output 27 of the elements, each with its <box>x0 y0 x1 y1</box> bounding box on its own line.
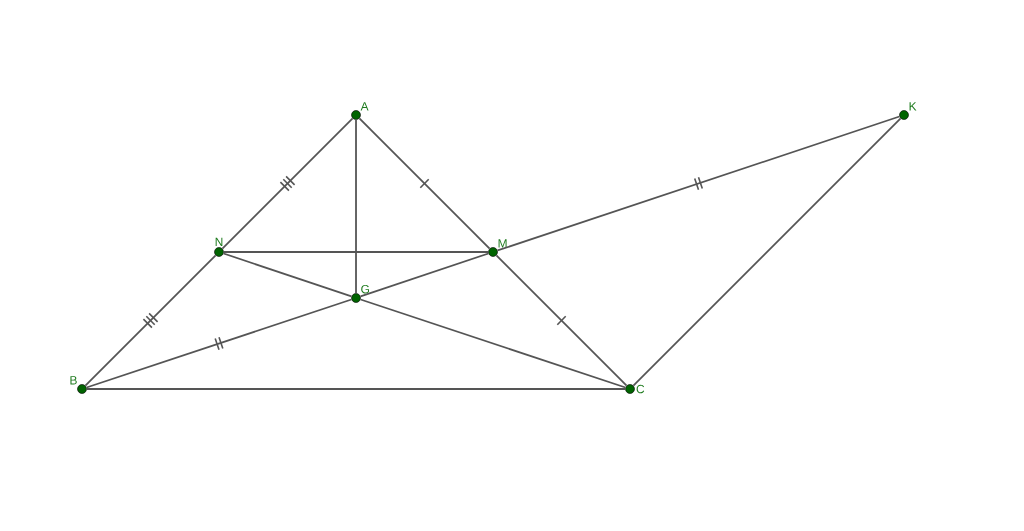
line-segment <box>359 298 627 389</box>
line-segment <box>85 298 353 389</box>
node-label: B <box>70 376 77 385</box>
node-label: C <box>636 384 645 394</box>
line-segment <box>496 115 901 252</box>
node-label: A <box>360 102 369 111</box>
line-segment <box>84 254 217 387</box>
line-segment <box>359 252 490 298</box>
point: A <box>351 102 369 120</box>
line-segment <box>355 118 357 295</box>
point: K <box>899 102 917 120</box>
node-label: K <box>909 102 917 111</box>
line-segment <box>632 117 902 387</box>
point: G <box>351 284 369 303</box>
line-segment <box>358 117 491 250</box>
node-label: N <box>215 237 223 246</box>
point: B <box>70 376 87 394</box>
line-segment <box>221 117 354 250</box>
node-label: G <box>361 284 370 294</box>
line-segment <box>222 251 490 253</box>
point: M <box>488 239 507 257</box>
line-segment <box>222 252 353 298</box>
point: C <box>625 384 645 394</box>
line-segment <box>495 254 628 387</box>
point: N <box>214 237 224 257</box>
node-label: M <box>498 239 507 248</box>
line-segment <box>85 388 627 390</box>
